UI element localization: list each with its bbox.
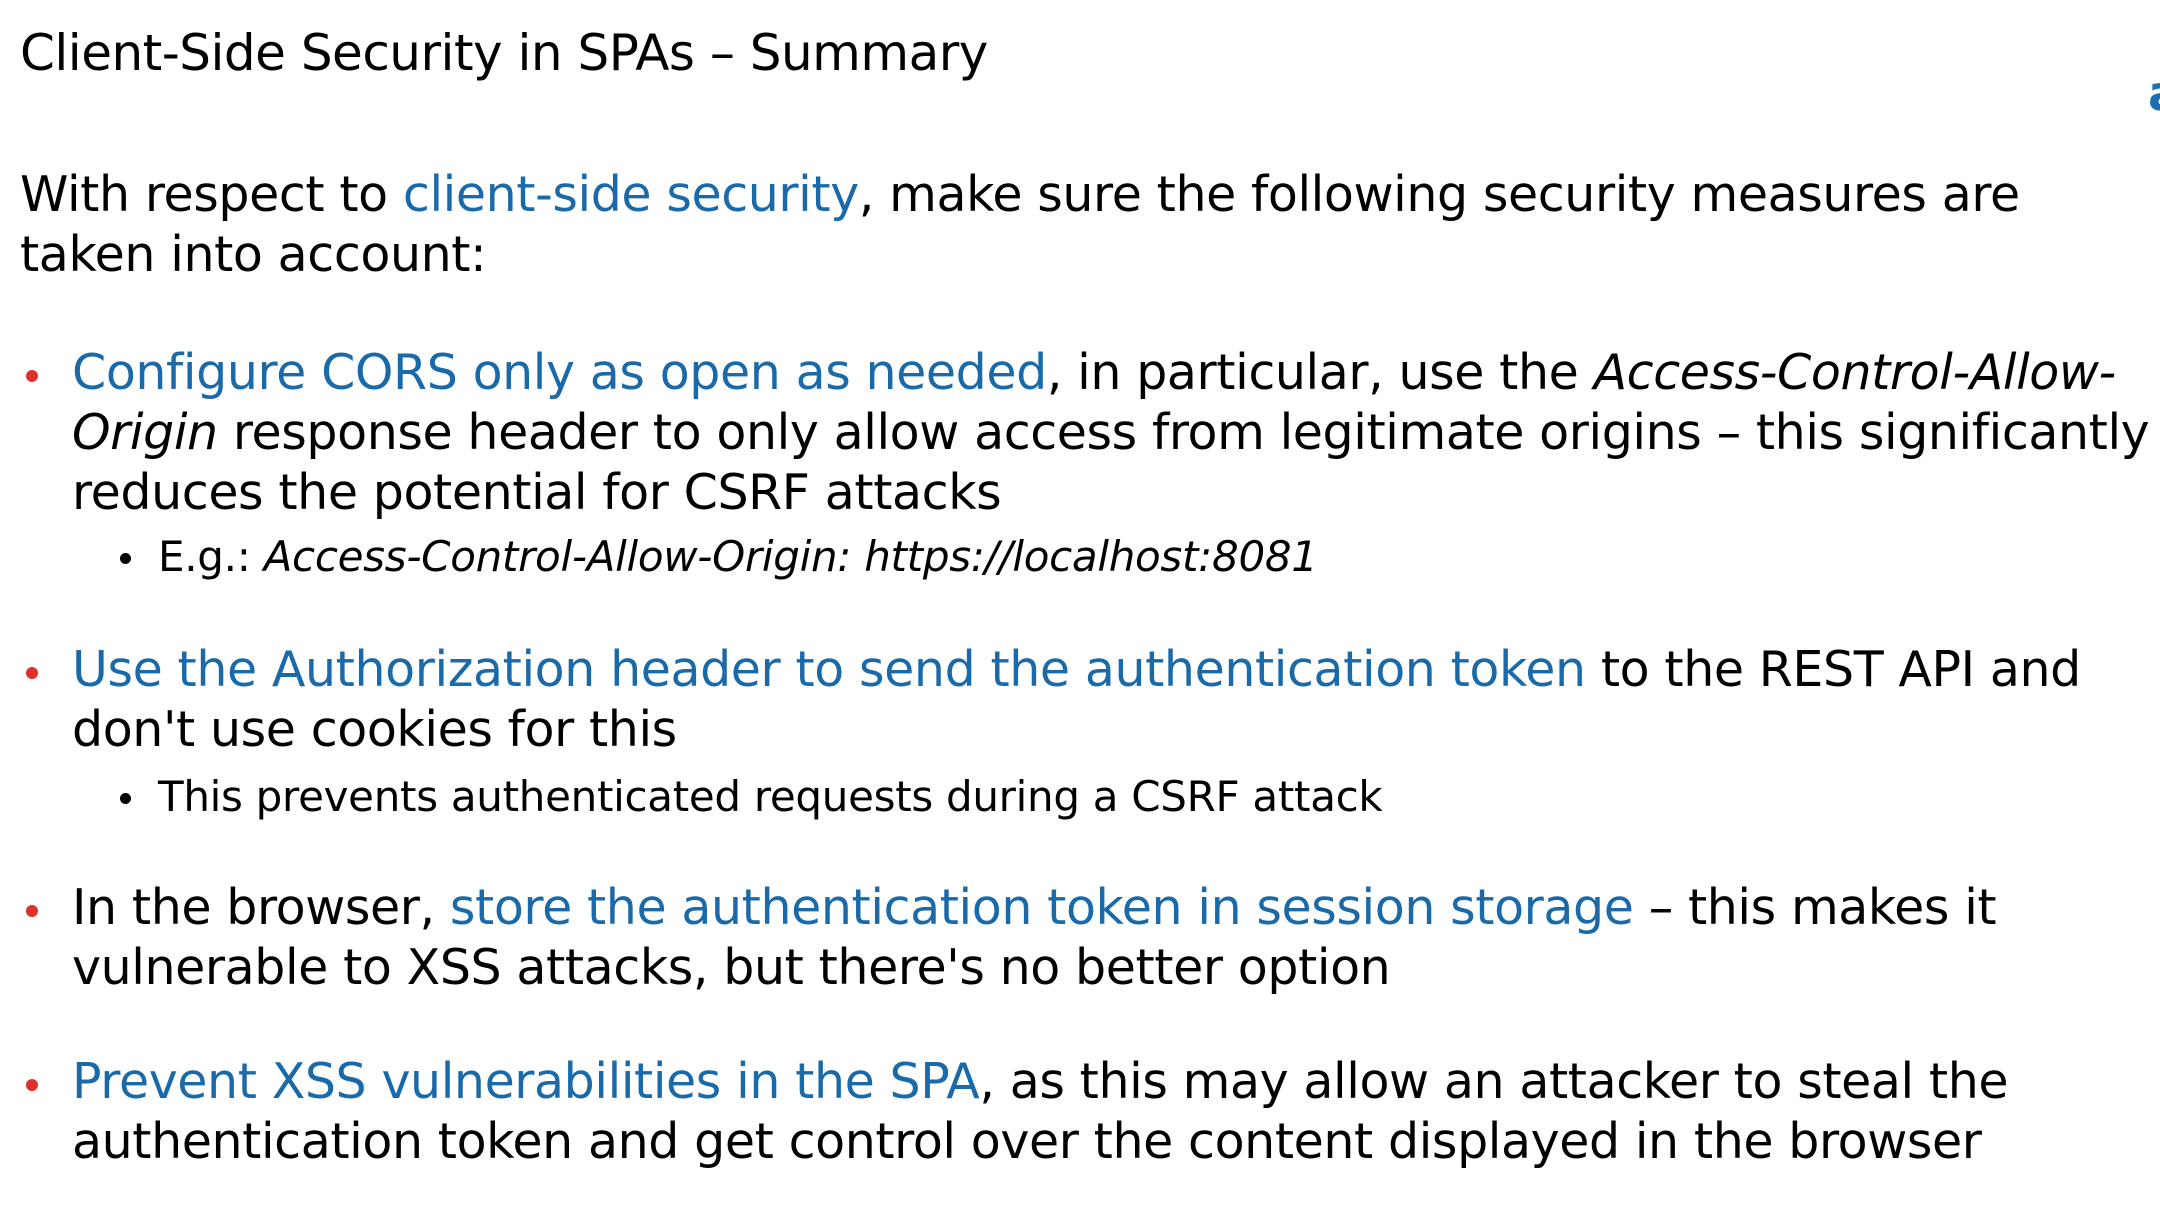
cut-off-letter: a — [2148, 66, 2160, 122]
sub-bullet-dot — [120, 793, 131, 804]
bullet-text: – this makes it vulnerable to XSS attack… — [72, 879, 1997, 996]
bullet-prevent-xss: Prevent XSS vulnerabilities in the SPA, … — [26, 1052, 2152, 1172]
sub-bullet-prefix: E.g.: — [158, 532, 264, 581]
intro-text-end: , make sure the following security measu… — [20, 166, 2020, 283]
bullet-italic: Access-Control-Allow-Origin — [72, 344, 2116, 461]
bullet-dot — [26, 905, 38, 917]
slide-title: Client-Side Security in SPAs – Summary — [20, 24, 988, 82]
sub-bullet-text: This prevents authenticated requests dur… — [158, 772, 1383, 821]
bullet-text: , in particular, use the — [1046, 344, 1594, 401]
sub-bullet-csrf: This prevents authenticated requests dur… — [120, 770, 2148, 824]
bullet-text: , as this may allow an attacker to steal… — [72, 1053, 2009, 1170]
bullet-dot — [26, 1079, 38, 1091]
bullet-highlight: Use the Authorization header to send the… — [72, 641, 1586, 698]
bullet-text-start: In the browser, — [72, 879, 450, 936]
bullet-authorization-header: Use the Authorization header to send the… — [26, 640, 2152, 760]
bullet-text: to the REST API and don't use cookies fo… — [72, 641, 2081, 758]
intro-highlight: client-side security — [402, 166, 859, 223]
bullet-session-storage: In the browser, store the authentication… — [26, 878, 2152, 998]
sub-bullet-italic: Access-Control-Allow-Origin: https://loc… — [263, 532, 1318, 581]
sub-bullet-dot — [120, 553, 131, 564]
intro-text: With respect to — [20, 166, 403, 223]
bullet-highlight: Configure CORS only as open as needed — [72, 344, 1047, 401]
bullet-dot — [26, 667, 38, 679]
bullet-cors: Configure CORS only as open as needed, i… — [26, 343, 2152, 523]
intro-paragraph: With respect to client-side security, ma… — [20, 165, 2120, 285]
bullet-text-end: response header to only allow access fro… — [72, 404, 2150, 521]
sub-bullet-cors-example: E.g.: Access-Control-Allow-Origin: https… — [120, 530, 2148, 584]
bullet-highlight: Prevent XSS vulnerabilities in the SPA — [72, 1053, 980, 1110]
bullet-dot — [26, 370, 38, 382]
bullet-highlight: store the authentication token in sessio… — [449, 879, 1634, 936]
